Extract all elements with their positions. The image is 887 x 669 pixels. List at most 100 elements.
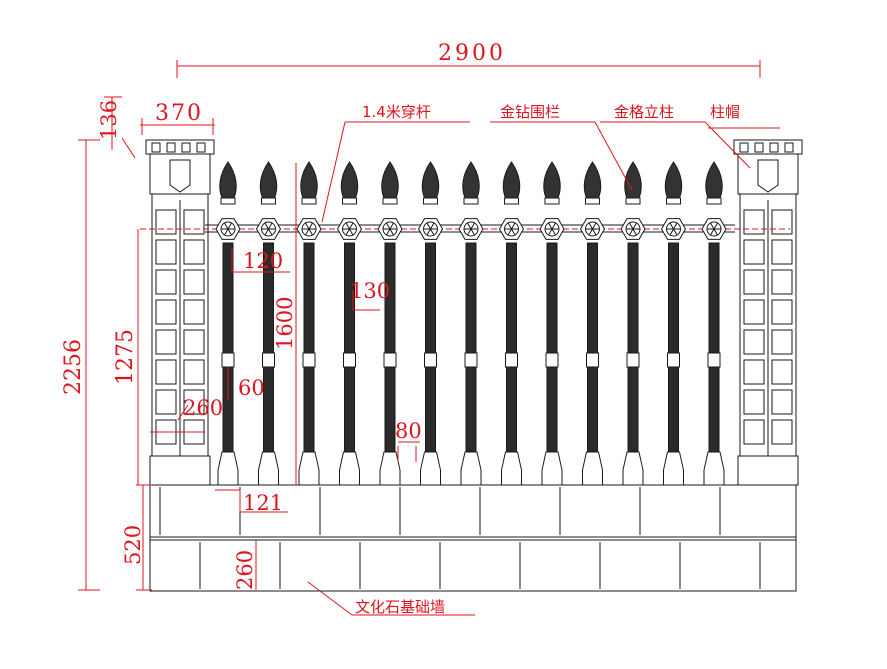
cap-notch	[196, 142, 206, 153]
picket-shaft-upper	[506, 242, 517, 354]
pillar-base	[737, 455, 799, 486]
picket	[620, 161, 646, 486]
picket-collar	[666, 197, 681, 205]
cap-notch	[754, 142, 764, 153]
picket-foot	[622, 451, 644, 486]
pillar-panel	[155, 209, 177, 235]
picket-shaft-upper	[587, 242, 598, 354]
pillar-panel	[771, 299, 793, 325]
pillar-panel	[771, 239, 793, 265]
rosette-spoke	[629, 222, 637, 236]
dimension-lines	[78, 60, 780, 616]
picket	[498, 161, 525, 486]
picket-spacing-dimension: 130	[350, 279, 390, 303]
picket	[255, 161, 282, 486]
pillar-panel	[743, 419, 765, 445]
picket-shaft-lower	[708, 366, 720, 453]
picket-shaft-upper	[425, 242, 436, 354]
pillar-panel	[771, 269, 793, 295]
dim-260-upper: 260	[183, 396, 223, 420]
cap-notch	[784, 142, 794, 153]
pillar-panel	[771, 419, 793, 445]
dim-60: 60	[238, 376, 265, 400]
picket-shaft-lower	[668, 366, 679, 453]
pillar-panel	[771, 209, 793, 235]
pillar-panel	[155, 389, 177, 415]
dim-260-lower: 260	[233, 550, 257, 590]
pillar-panel	[743, 329, 765, 355]
picket-knuckle	[707, 352, 721, 368]
picket	[377, 161, 403, 486]
picket-knuckle	[545, 352, 559, 368]
picket-finial	[502, 161, 521, 199]
pillar-panel	[743, 389, 765, 415]
rosette-spoke	[264, 222, 273, 236]
picket-collar	[544, 197, 560, 205]
picket-shaft-lower	[425, 366, 436, 453]
picket-shaft-lower	[263, 366, 274, 453]
picket-knuckle	[383, 352, 397, 368]
picket-collar	[261, 197, 276, 205]
pillar-panel	[743, 299, 765, 325]
picket-finial	[259, 161, 278, 199]
picket-collar	[504, 197, 519, 205]
picket-shaft-lower	[587, 366, 598, 453]
pillar-panel	[155, 239, 177, 265]
picket-shaft-lower	[303, 366, 315, 453]
picket-foot	[379, 451, 401, 486]
picket-foot	[339, 451, 360, 486]
fence-label: 金钻围栏	[500, 103, 560, 121]
pillar-emblem	[169, 159, 191, 193]
picket-shaft-lower	[384, 366, 396, 453]
rail-label: 1.4米穿杆	[362, 103, 431, 121]
picket-finial	[381, 161, 399, 199]
picket-foot	[541, 451, 563, 486]
picket-shaft-lower	[465, 366, 477, 453]
foundation-wall	[149, 484, 797, 592]
picket-finial	[219, 161, 237, 199]
picket-finial	[583, 161, 602, 199]
rosette-spoke	[467, 222, 475, 236]
pillar-panel	[183, 299, 205, 325]
picket-finial	[543, 161, 561, 199]
picket-knuckle	[626, 352, 640, 368]
rosette-spoke	[507, 222, 516, 236]
picket-gap-dimension: 80	[395, 419, 422, 443]
pickets	[215, 161, 727, 486]
picket-shaft-lower	[344, 366, 355, 453]
picket-shaft-upper	[627, 242, 639, 354]
picket-shaft-upper	[668, 242, 679, 354]
picket-shaft-upper	[708, 242, 720, 354]
picket-collar	[706, 197, 722, 205]
picket-foot	[501, 451, 522, 486]
picket-height-dimension: 1600	[273, 297, 297, 350]
pillar-emblem	[757, 159, 779, 193]
cap-label: 柱帽	[710, 103, 740, 121]
picket	[458, 161, 484, 486]
picket-shaft-lower	[546, 366, 558, 453]
picket-foot	[298, 451, 320, 486]
rosette-spoke	[345, 222, 354, 236]
picket-shaft-lower	[627, 366, 639, 453]
pillar-panel	[743, 209, 765, 235]
picket-foot	[663, 451, 684, 486]
picket	[701, 161, 727, 486]
picket-knuckle	[343, 352, 356, 368]
rosette-spoke	[224, 222, 232, 236]
picket-knuckle	[221, 352, 235, 368]
picket	[296, 161, 322, 486]
pillar-panel	[771, 329, 793, 355]
picket-foot	[217, 451, 239, 486]
fence-height-dimension: 1275	[113, 329, 138, 385]
picket-shaft-upper	[465, 242, 477, 354]
picket-knuckle	[464, 352, 478, 368]
wall-label: 文化石基础墙	[355, 598, 445, 616]
picket-finial	[462, 161, 480, 199]
cap-notch	[739, 142, 749, 153]
picket-finial	[664, 161, 683, 199]
pillar-width-dimension: 370	[155, 101, 203, 126]
pillar-panel	[183, 329, 205, 355]
picket	[539, 161, 565, 486]
picket-shaft-lower	[506, 366, 517, 453]
